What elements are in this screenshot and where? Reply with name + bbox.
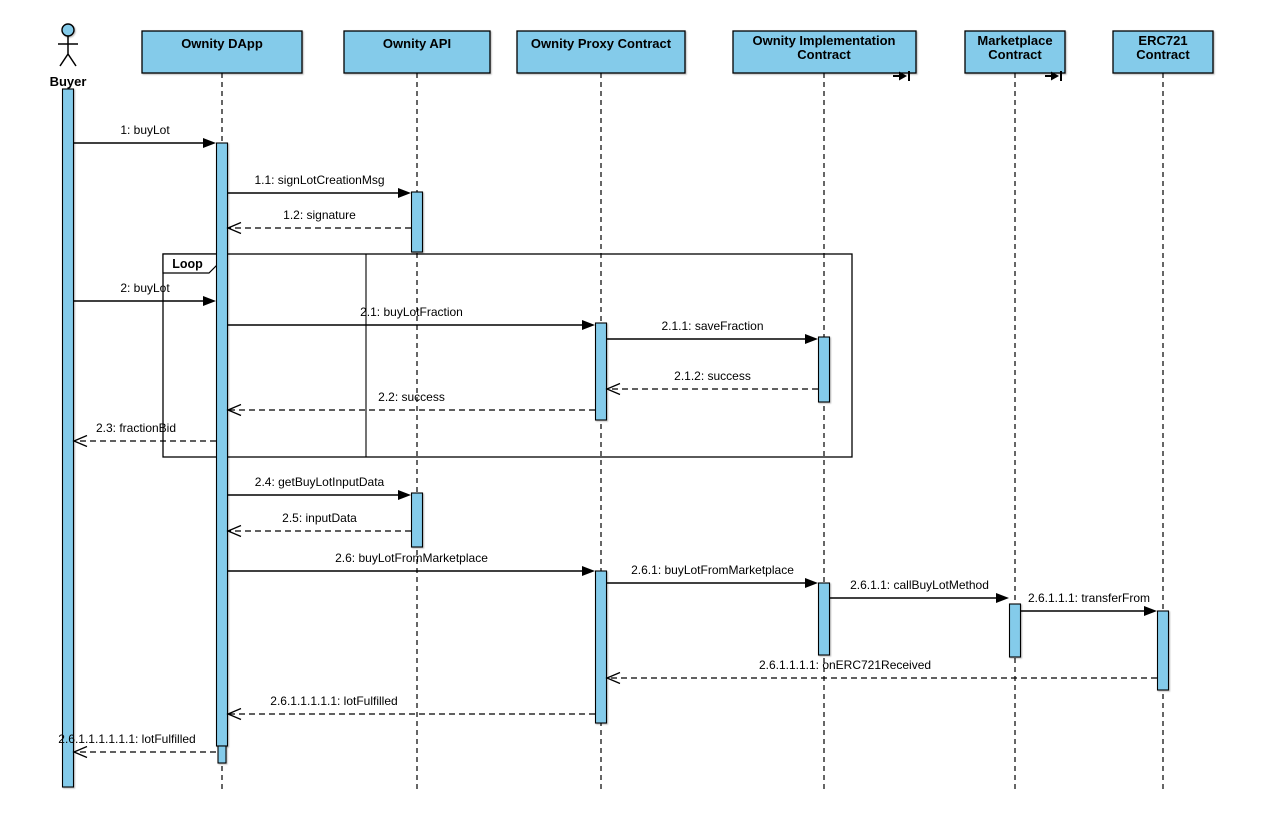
message-label: 2.3: fractionBid	[96, 421, 176, 435]
message-7-return[interactable]: 2.1.2: success	[605, 369, 818, 396]
message-label: 2.1: buyLotFraction	[360, 305, 463, 319]
arrowhead-filled-icon	[996, 593, 1009, 603]
activation-marketplace-contract[interactable]	[1008, 603, 1022, 658]
message-12-sync[interactable]: 2.6: buyLotFromMarketplace	[228, 551, 595, 576]
arrowhead-open-icon	[605, 671, 621, 685]
participant-label: Ownity Implementation	[752, 33, 895, 48]
message-18-return[interactable]: 2.6.1.1.1.1.1.1: lotFulfilled	[58, 732, 216, 759]
loop-fragment-frame[interactable]	[162, 253, 853, 458]
actor-figure-icon	[58, 36, 78, 67]
participant-label: ERC721	[1138, 33, 1187, 48]
participant-box[interactable]	[1112, 30, 1214, 74]
arrowhead-filled-icon	[203, 296, 216, 306]
arrowhead-filled-icon	[582, 320, 595, 330]
participant-label: Ownity DApp	[181, 36, 263, 51]
message-label: 2.4: getBuyLotInputData	[255, 475, 385, 489]
arrowhead-filled-icon	[805, 334, 818, 344]
arrowhead-open-icon	[72, 745, 88, 759]
message-label: 2.1.2: success	[674, 369, 751, 383]
message-label: 1.1: signLotCreationMsg	[254, 173, 384, 187]
activation-ownity-dapp[interactable]	[215, 142, 229, 747]
participant-label: Contract	[797, 47, 851, 62]
message-label: 2.6.1.1.1.1.1.1: lotFulfilled	[58, 732, 195, 746]
resize-cursor-icon	[1045, 71, 1062, 81]
arrowhead-filled-icon	[398, 188, 411, 198]
participant-label: Ownity Proxy Contract	[531, 36, 672, 51]
message-9-return[interactable]: 2.3: fractionBid	[72, 421, 216, 448]
activation-ownity-api-2[interactable]	[410, 492, 424, 548]
activation-buyer[interactable]	[61, 88, 75, 788]
activation-ownity-dapp-2[interactable]	[217, 745, 227, 764]
message-5-sync[interactable]: 2.1: buyLotFraction	[228, 305, 595, 330]
message-10-sync[interactable]: 2.4: getBuyLotInputData	[228, 475, 411, 500]
message-label: 2.2: success	[378, 390, 445, 404]
message-label: 2.6.1.1.1.1.1: lotFulfilled	[270, 694, 397, 708]
arrowhead-filled-icon	[1144, 606, 1157, 616]
arrowhead-open-icon	[226, 707, 242, 721]
message-15-sync[interactable]: 2.6.1.1.1: transferFrom	[1021, 591, 1157, 616]
arrowhead-filled-icon	[582, 566, 595, 576]
activation-erc721-contract[interactable]	[1156, 610, 1170, 691]
loop-fragment-tab	[162, 253, 219, 274]
message-11-return[interactable]: 2.5: inputData	[226, 511, 411, 538]
participant-box[interactable]	[141, 30, 303, 74]
participant-box[interactable]	[964, 30, 1066, 74]
participant-buyer[interactable]: Buyer	[50, 23, 87, 89]
arrowhead-open-icon	[72, 434, 88, 448]
message-label: 2.6.1.1.1.1: onERC721Received	[759, 658, 931, 672]
participant-label: Contract	[1136, 47, 1190, 62]
participant-box[interactable]	[343, 30, 491, 74]
activation-ownity-api-1[interactable]	[410, 191, 424, 253]
message-label: 2.6.1: buyLotFromMarketplace	[631, 563, 794, 577]
message-6-sync[interactable]: 2.1.1: saveFraction	[607, 319, 818, 344]
message-2-sync[interactable]: 1.1: signLotCreationMsg	[228, 173, 411, 198]
arrowhead-open-icon	[226, 524, 242, 538]
message-14-sync[interactable]: 2.6.1.1: callBuyLotMethod	[830, 578, 1009, 603]
actor-head-icon	[61, 23, 75, 37]
participant-box[interactable]	[516, 30, 686, 74]
arrowhead-filled-icon	[398, 490, 411, 500]
message-4-sync[interactable]: 2: buyLot	[74, 281, 216, 306]
activation-ownity-implementation-contract-1[interactable]	[817, 336, 831, 403]
message-label: 2: buyLot	[120, 281, 170, 295]
message-label: 1.2: signature	[283, 208, 356, 222]
message-label: 2.6: buyLotFromMarketplace	[335, 551, 488, 565]
arrowhead-open-icon	[226, 403, 242, 417]
activation-ownity-proxy-contract-1[interactable]	[594, 322, 608, 421]
activation-ownity-proxy-contract-2[interactable]	[594, 570, 608, 724]
message-13-sync[interactable]: 2.6.1: buyLotFromMarketplace	[607, 563, 818, 588]
message-label: 2.6.1.1.1: transferFrom	[1028, 591, 1150, 605]
arrowhead-open-icon	[605, 382, 621, 396]
arrowhead-filled-icon	[805, 578, 818, 588]
actor-label: Buyer	[50, 74, 87, 89]
arrowhead-open-icon	[226, 221, 242, 235]
message-label: 2.6.1.1: callBuyLotMethod	[850, 578, 989, 592]
participant-box[interactable]	[732, 30, 917, 74]
participant-label: Contract	[988, 47, 1042, 62]
message-17-return[interactable]: 2.6.1.1.1.1.1: lotFulfilled	[226, 694, 595, 721]
participant-ownity-proxy-contract[interactable]: Ownity Proxy Contract	[516, 30, 686, 74]
resize-cursor-icon	[893, 71, 910, 81]
message-1-sync[interactable]: 1: buyLot	[74, 123, 216, 148]
activation-ownity-implementation-contract-2[interactable]	[817, 582, 831, 656]
arrowhead-filled-icon	[203, 138, 216, 148]
message-label: 2.1.1: saveFraction	[661, 319, 763, 333]
message-label: 2.5: inputData	[282, 511, 357, 525]
message-8-return[interactable]: 2.2: success	[226, 390, 595, 417]
message-16-return[interactable]: 2.6.1.1.1.1: onERC721Received	[605, 658, 1157, 685]
participant-ownity-api[interactable]: Ownity API	[343, 30, 491, 74]
message-label: 1: buyLot	[120, 123, 170, 137]
participant-ownity-dapp[interactable]: Ownity DApp	[141, 30, 303, 74]
participant-label: Marketplace	[977, 33, 1052, 48]
message-3-return[interactable]: 1.2: signature	[226, 208, 411, 235]
participant-label: Ownity API	[383, 36, 451, 51]
loop-fragment-label: Loop	[172, 257, 203, 271]
